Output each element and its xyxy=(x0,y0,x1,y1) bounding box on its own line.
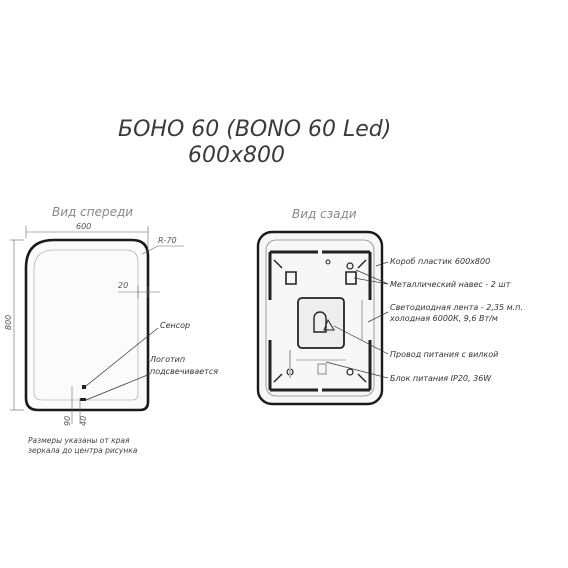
callout-cable: Провод питания с вилкой xyxy=(390,350,498,359)
stub-tr xyxy=(357,259,367,269)
logo-mark xyxy=(80,398,86,401)
stub-tl xyxy=(273,259,283,269)
metal-hanger-right xyxy=(345,271,357,285)
product-title: БОНО 60 (BONO 60 Led) xyxy=(118,117,391,142)
logo-label-line2: подсвечивается xyxy=(150,367,218,376)
rib-bottom-right xyxy=(322,340,372,392)
width-dim-label: 600 xyxy=(76,222,91,231)
led-contour xyxy=(33,249,139,401)
power-supply-block xyxy=(317,363,327,375)
screw-bottom-right xyxy=(346,368,354,376)
rib-top-left xyxy=(268,250,318,300)
sensor-label: Сенсор xyxy=(160,321,190,330)
screw-top-right xyxy=(346,262,354,270)
logo-label-line1: Логотип xyxy=(149,355,185,364)
height-dim-label: 800 xyxy=(4,315,13,330)
callout-hanger: Металлический навес - 2 шт xyxy=(390,280,511,289)
rib-bottom-left xyxy=(268,340,318,392)
leader-power-supply xyxy=(325,361,389,379)
offset-40-label: 40 xyxy=(79,416,88,426)
radius-dim-label: R-70 xyxy=(158,236,177,245)
callout-box: Короб пластик 600х800 xyxy=(390,257,490,266)
product-size: 600x800 xyxy=(188,143,285,168)
plug-pin xyxy=(323,318,335,331)
leader-led-strip xyxy=(367,311,389,323)
leader-hanger-1 xyxy=(353,277,389,285)
leader-hanger-2 xyxy=(355,269,389,285)
edge-dim-label: 20 xyxy=(118,281,128,290)
stub-bl xyxy=(273,373,283,383)
stub-br xyxy=(357,373,367,383)
metal-hanger-left xyxy=(285,271,297,285)
screw-top-center xyxy=(325,259,331,265)
radius-leader xyxy=(141,245,159,255)
leader-cable xyxy=(333,325,389,355)
callout-led-strip-line2: холодная 6000К, 9,6 Вт/м xyxy=(389,314,498,323)
central-block xyxy=(297,297,345,349)
logo-leader xyxy=(85,373,151,401)
back-view-heading: Вид сзади xyxy=(292,207,357,221)
mirror-outline xyxy=(24,238,150,412)
dimension-note-line2: зеркала до центра рисунка xyxy=(28,446,138,455)
dimension-note-line1: Размеры указаны от края xyxy=(28,436,130,445)
front-view-heading: Вид спереди xyxy=(52,205,133,219)
plastic-box-inner xyxy=(265,239,375,397)
offset-90-label: 90 xyxy=(63,416,72,426)
callout-led-strip-line1: Светодиодная лента - 2,35 м.п. xyxy=(390,303,523,312)
back-view: Вид сзади xyxy=(256,207,523,406)
front-view: Вид спереди 600 800 R-70 20 Сенсор Лог xyxy=(4,205,218,455)
callout-power-supply: Блок питания IP20, 36W xyxy=(390,374,492,383)
leader-box xyxy=(375,261,389,267)
sensor-mark xyxy=(82,385,86,389)
sensor-leader xyxy=(85,327,159,387)
